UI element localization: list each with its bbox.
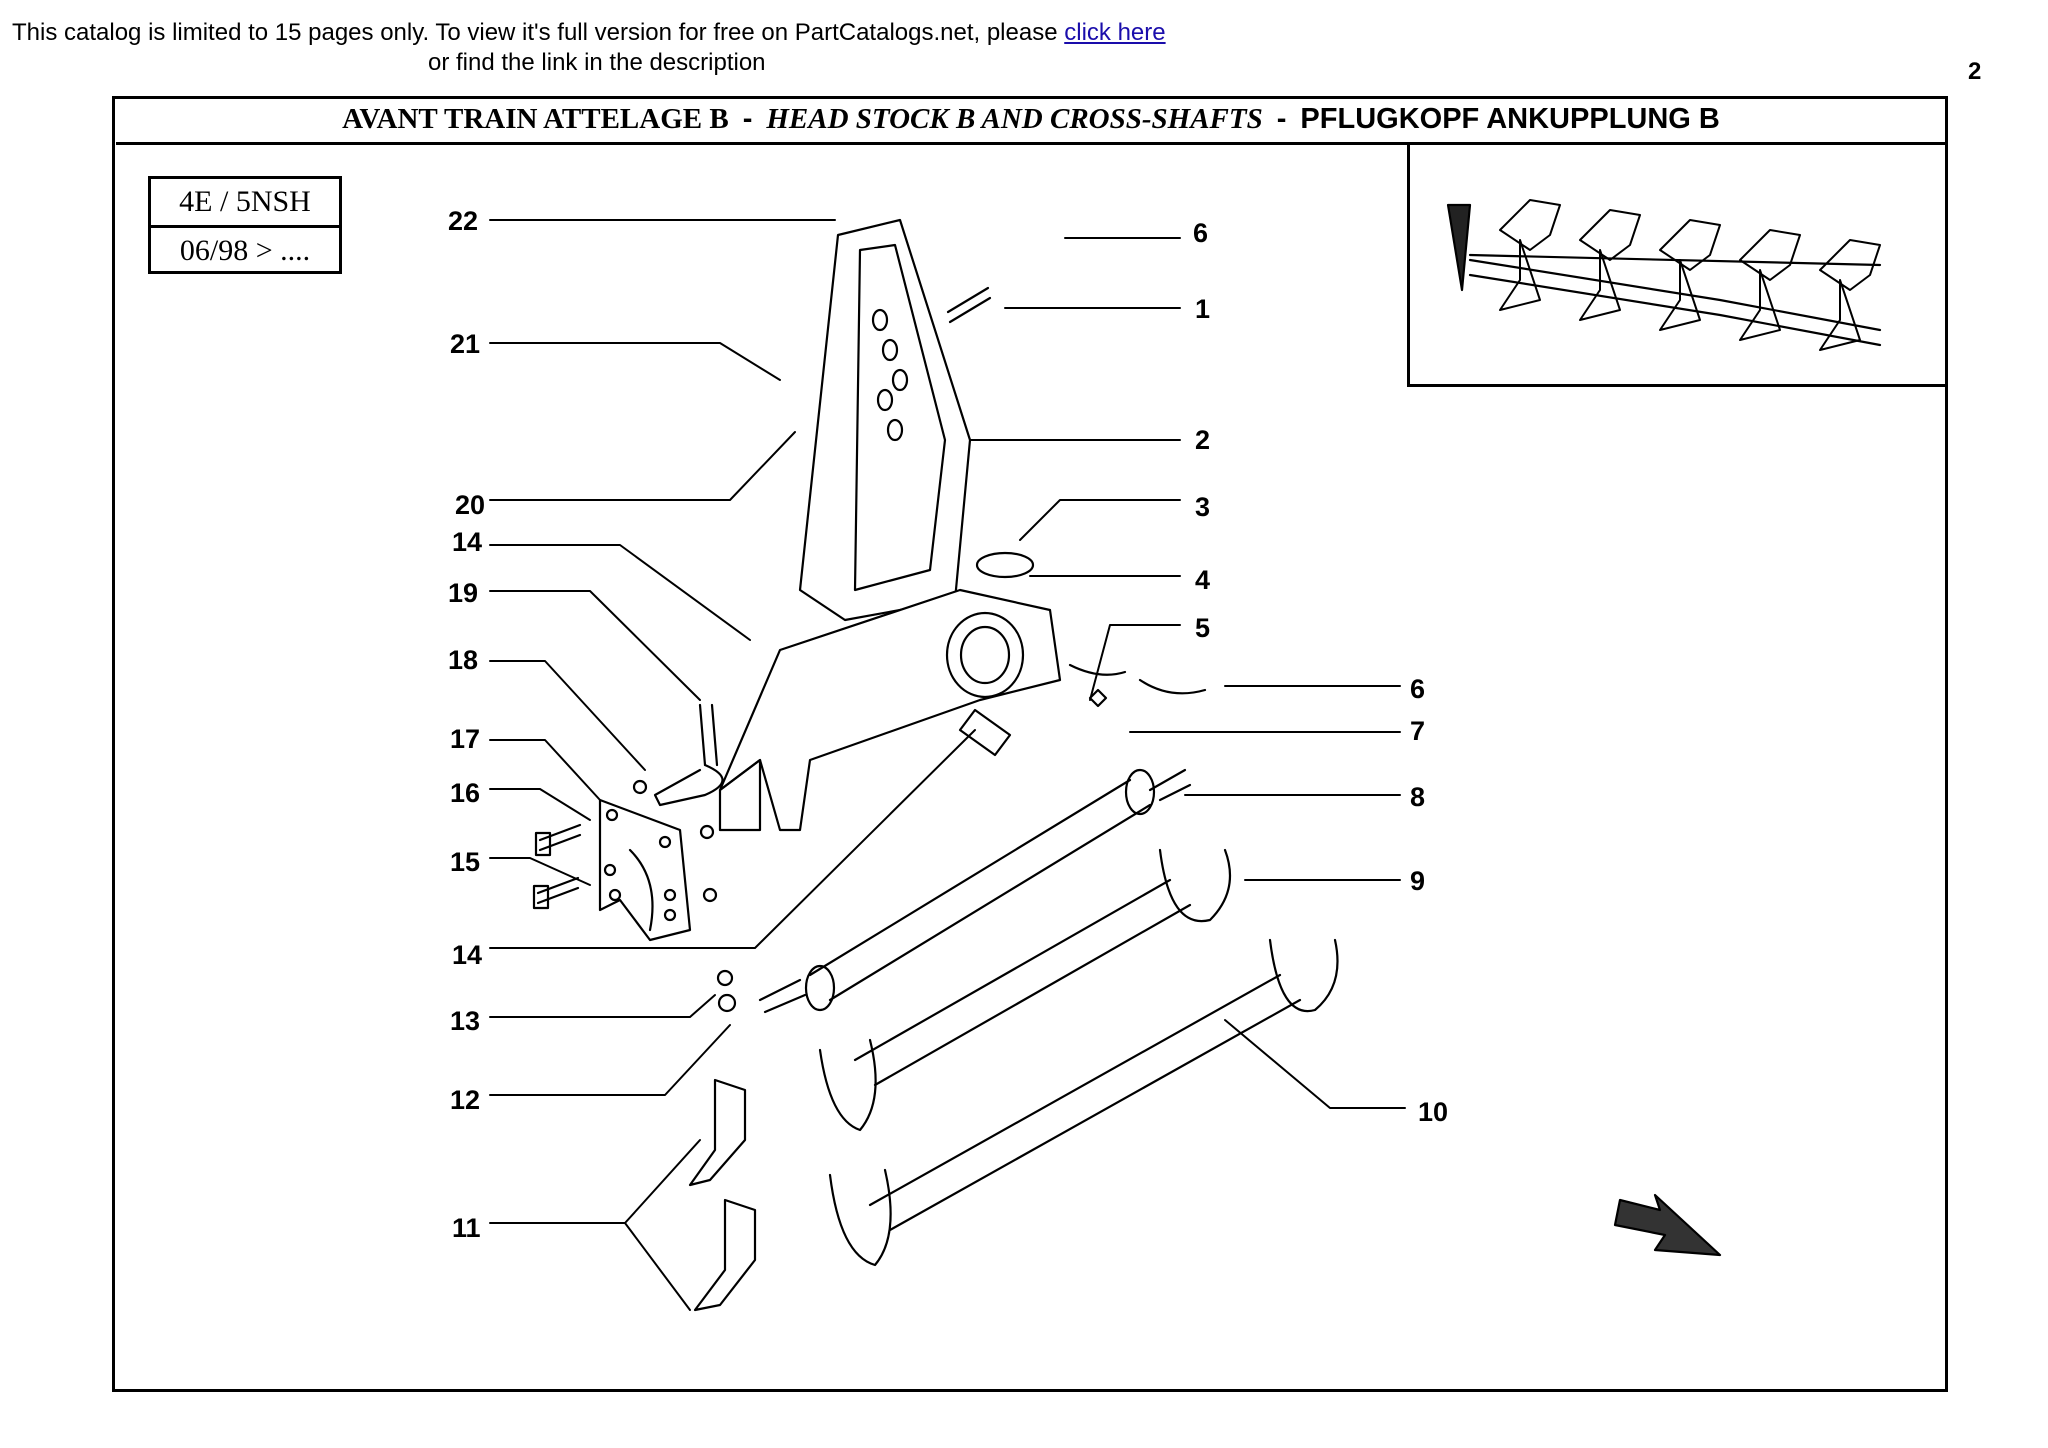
cross-shaft-8 (758, 768, 1192, 1014)
callout-19: 19 (448, 578, 479, 608)
callout-14b: 14 (452, 940, 483, 970)
callout-6: 6 (1193, 218, 1209, 248)
banner-text: This catalog is limited to 15 pages only… (12, 19, 1065, 46)
direction-arrow (1613, 1193, 1722, 1257)
callout-2: 2 (1195, 425, 1211, 455)
mounting-plate-17 (598, 798, 692, 942)
catalog-limit-banner: This catalog is limited to 15 pages only… (12, 18, 1166, 48)
model-box: 4E / 5NSH 06/98 > .... (148, 176, 342, 274)
callout-7: 7 (1410, 716, 1426, 746)
click-here-link[interactable]: click here (1064, 19, 1166, 46)
callout-20: 20 (455, 490, 486, 520)
title-english: HEAD STOCK B AND CROSS-SHAFTS (766, 103, 1263, 135)
callout-22: 22 (448, 206, 479, 236)
model-date: 06/98 > .... (179, 234, 311, 267)
banner-line-2: or find the link in the description (428, 49, 766, 76)
brackets-11 (688, 1078, 757, 1312)
callout-5: 5 (1195, 613, 1211, 643)
callout-12: 12 (450, 1085, 481, 1115)
page-title: AVANT TRAIN ATTELAGE B - HEAD STOCK B AN… (116, 97, 1946, 145)
fasteners (532, 286, 1207, 1013)
callout-13: 13 (450, 1006, 481, 1036)
callout-10: 10 (1418, 1097, 1449, 1127)
title-separator: - (742, 103, 753, 135)
callout-16: 16 (450, 778, 481, 808)
callout-leader-lines (489, 219, 1406, 1311)
title-separator: - (1276, 103, 1287, 135)
plough-thumbnail (1446, 199, 1882, 351)
callout-6b: 6 (1410, 674, 1426, 704)
callout-9: 9 (1410, 866, 1426, 896)
head-stock-tower (718, 218, 1062, 832)
callout-15: 15 (450, 847, 481, 877)
plough-overview-inset (1407, 145, 1946, 387)
callout-14: 14 (452, 527, 483, 557)
callout-17: 17 (450, 724, 481, 754)
cross-shaft-9 (818, 848, 1232, 1132)
callout-11: 11 (452, 1213, 481, 1243)
catalog-page-frame (112, 96, 1948, 1392)
callout-3: 3 (1195, 492, 1211, 522)
callout-1: 1 (1195, 294, 1211, 324)
title-french: AVANT TRAIN ATTELAGE B (342, 103, 729, 135)
callout-4: 4 (1195, 565, 1211, 595)
page-number: 2 (1968, 58, 1982, 85)
callout-18: 18 (448, 645, 479, 675)
cross-shaft-10 (828, 938, 1339, 1267)
title-german: PFLUGKOPF ANKUPPLUNG B (1300, 103, 1720, 135)
callout-8: 8 (1410, 782, 1426, 812)
model-code: 4E / 5NSH (151, 179, 339, 228)
callout-21: 21 (450, 329, 481, 359)
